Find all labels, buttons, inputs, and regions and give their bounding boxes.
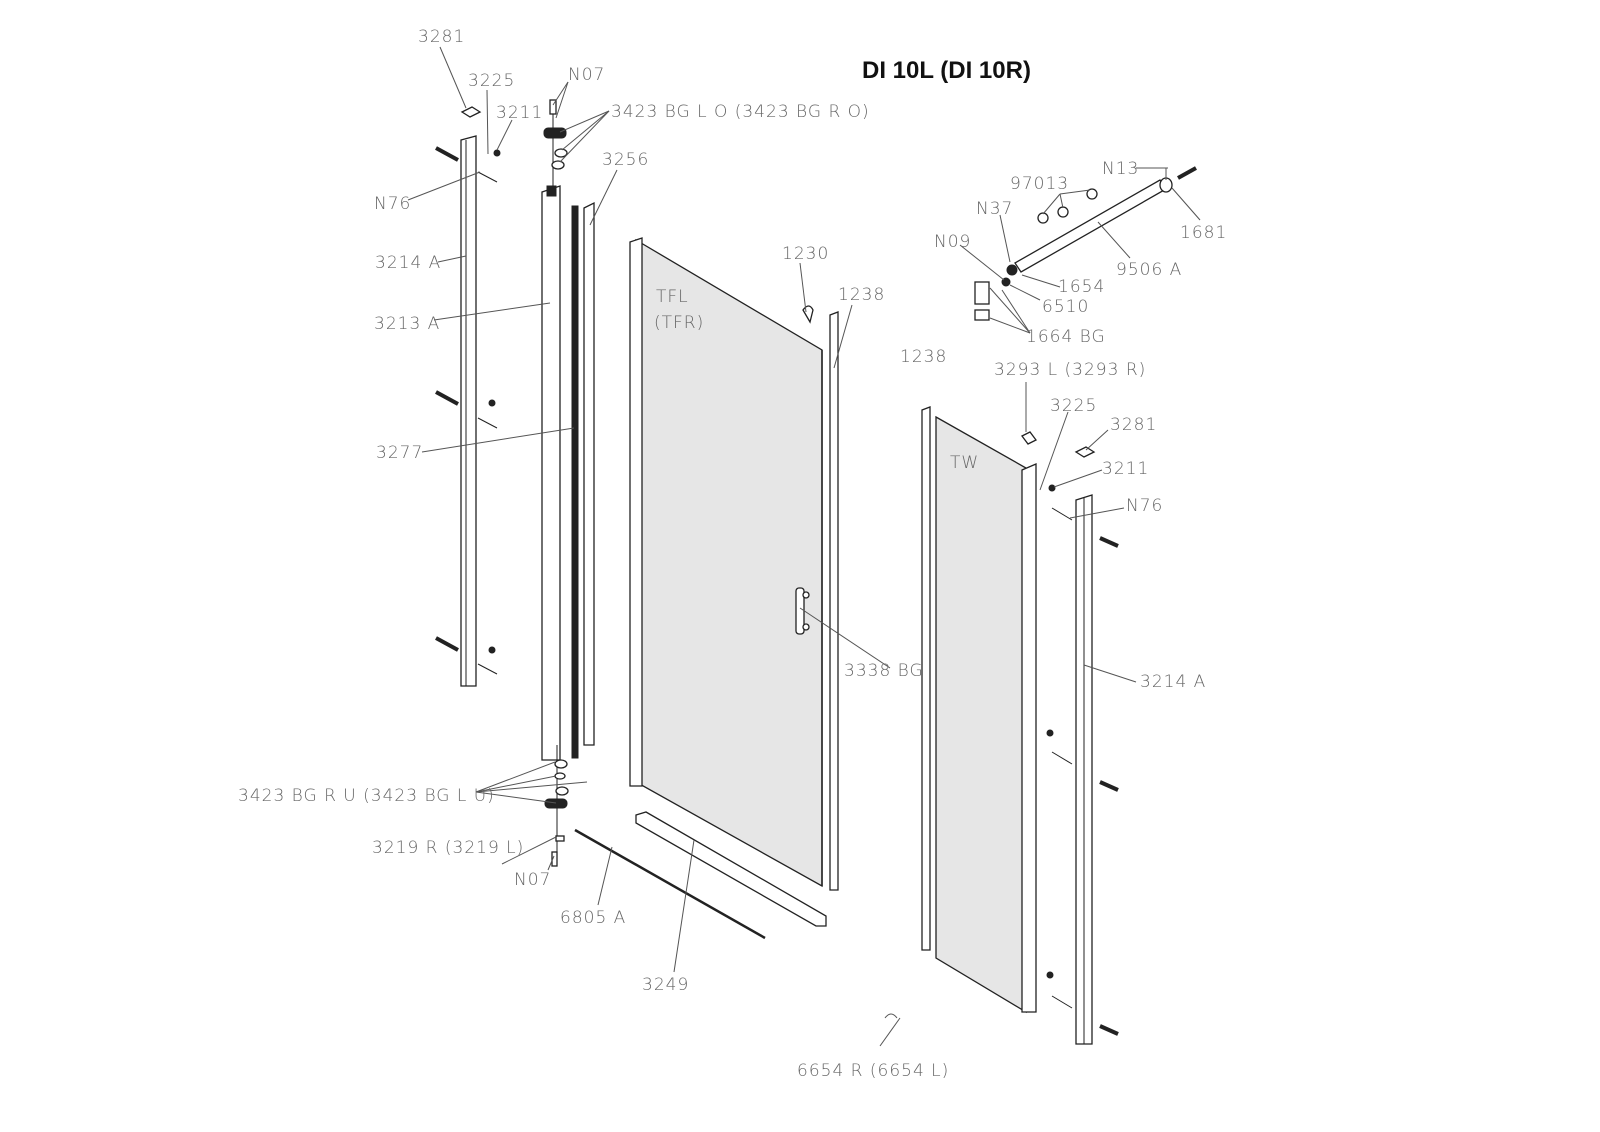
label-3214a-right: 3214 A xyxy=(1140,672,1206,692)
cap-3293 xyxy=(1021,431,1037,445)
label-3225-left: 3225 xyxy=(468,71,515,91)
label-n09: N09 xyxy=(934,232,971,252)
label-3225-right: 3225 xyxy=(1050,396,1097,416)
seal-3256 xyxy=(583,201,595,746)
label-tfr: (TFR) xyxy=(654,313,704,333)
hinge-top xyxy=(543,99,568,186)
label-1230: 1230 xyxy=(782,244,829,264)
cap-3281-right xyxy=(1074,446,1096,458)
wall-profile-right xyxy=(1075,494,1093,1045)
wall-screws-left xyxy=(435,146,501,675)
label-n37: N37 xyxy=(976,199,1013,219)
label-3293: 3293 L (3293 R) xyxy=(994,360,1146,380)
fixed-panel-tw xyxy=(935,415,1027,1014)
label-n76-left: N76 xyxy=(374,194,411,214)
hinge-bottom xyxy=(544,745,569,867)
diagram-title: DI 10L (DI 10R) xyxy=(862,57,1031,84)
part-6654 xyxy=(884,1013,898,1019)
label-3211-left: 3211 xyxy=(496,103,543,123)
label-3249: 3249 xyxy=(642,975,689,995)
seal-1238-panel xyxy=(921,406,931,951)
label-3211-right: 3211 xyxy=(1102,459,1149,479)
label-3281-right: 3281 xyxy=(1110,415,1157,435)
label-n07-top: N07 xyxy=(568,65,605,85)
label-1664bg: 1664 BG xyxy=(1026,327,1106,347)
label-1681: 1681 xyxy=(1180,223,1227,243)
label-3423-bottom: 3423 BG R U (3423 BG L U) xyxy=(238,786,495,806)
label-1654: 1654 xyxy=(1058,277,1105,297)
label-6805a: 6805 A xyxy=(560,908,626,928)
seal-3277 xyxy=(571,205,579,759)
label-n76-right: N76 xyxy=(1126,496,1163,516)
clip-1230 xyxy=(802,305,814,324)
label-1238-b: 1238 xyxy=(900,347,947,367)
label-3256: 3256 xyxy=(602,150,649,170)
wall-profile-left xyxy=(460,135,477,687)
label-3338bg: 3338 BG xyxy=(844,661,924,681)
wall-screws-right xyxy=(1046,484,1119,1036)
label-3281-left: 3281 xyxy=(418,27,465,47)
label-3277: 3277 xyxy=(376,443,423,463)
label-3214a-left: 3214 A xyxy=(375,253,441,273)
seal-6805a xyxy=(574,828,766,940)
label-6510: 6510 xyxy=(1042,297,1089,317)
label-1238-a: 1238 xyxy=(838,285,885,305)
bottom-rail-3249 xyxy=(635,811,827,927)
door-panel-tfl xyxy=(629,237,823,888)
label-3423-top: 3423 BG L O (3423 BG R O) xyxy=(611,102,870,122)
label-97013: 97013 xyxy=(1010,174,1069,194)
label-tw: TW xyxy=(950,453,979,473)
profile-3225-right xyxy=(1021,463,1037,1013)
seal-1238-door xyxy=(829,311,839,891)
profile-3213a xyxy=(541,185,561,761)
label-n13: N13 xyxy=(1102,159,1139,179)
leader-lines xyxy=(407,46,1201,1047)
label-n07-bottom: N07 xyxy=(514,870,551,890)
label-3213a: 3213 A xyxy=(374,314,440,334)
label-3219: 3219 R (3219 L) xyxy=(372,838,524,858)
label-9506a: 9506 A xyxy=(1116,260,1182,280)
label-6654: 6654 R (6654 L) xyxy=(797,1061,949,1081)
cap-3281-left xyxy=(460,106,482,118)
label-tfl: TFL xyxy=(656,287,689,307)
